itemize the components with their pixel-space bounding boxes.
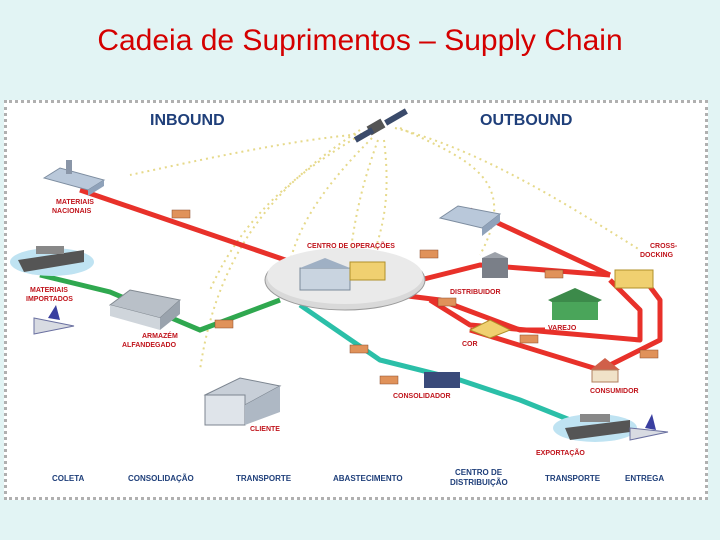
flow-ops-to-export (298, 302, 571, 423)
signal-line (199, 129, 361, 371)
consumer-house-icon (590, 358, 620, 383)
label-materiais-importados-1: MATERIAIS (30, 287, 68, 294)
truck-icon (214, 319, 234, 329)
truck-icon (419, 249, 439, 259)
teal-flows (298, 302, 571, 423)
truck-icon (544, 269, 564, 279)
national-factory-icon (42, 160, 106, 196)
label-exportacao: EXPORTAÇÃO (536, 448, 585, 457)
truck-icon (379, 375, 399, 385)
flow-national-to-ops (79, 187, 301, 268)
consolidator-building-icon (424, 372, 460, 388)
flow-ops-to-crossdock (399, 262, 611, 288)
stage-transporte-2: TRANSPORTE (545, 474, 601, 483)
stage-centro-distribuicao-1: CENTRO DE (455, 468, 503, 477)
satellite-signals (129, 127, 641, 371)
truck-icon (437, 297, 457, 307)
inbound-header: INBOUND (150, 112, 225, 129)
distributor-building-icon (482, 252, 508, 278)
label-cor: COR (462, 341, 478, 348)
label-distribuidor: DISTRIBUIDOR (450, 289, 501, 296)
signal-line (209, 131, 366, 291)
label-consumidor: CONSUMIDOR (590, 388, 639, 395)
label-cross-docking-2: DOCKING (640, 252, 674, 259)
satellite-icon (353, 108, 408, 143)
slide-title: Cadeia de Suprimentos – Supply Chain (97, 24, 623, 57)
signal-line (399, 127, 496, 256)
signal-line (129, 133, 363, 176)
outbound-header: OUTBOUND (480, 112, 572, 129)
export-plane-icon (629, 414, 669, 441)
stage-abastecimento: ABASTECIMENTO (333, 474, 403, 483)
outbound-warehouse-icon (438, 205, 502, 236)
import-plane-icon (33, 305, 75, 335)
stage-centro-distribuicao-2: DISTRIBUIÇÃO (450, 478, 508, 487)
signal-line (374, 139, 388, 251)
red-flows (79, 187, 663, 373)
export-ship-icon (553, 414, 637, 442)
client-building-icon (203, 377, 282, 426)
label-materiais-nacionais-1: MATERIAIS (56, 199, 94, 206)
truck-icon (639, 349, 659, 359)
truck-icon (349, 344, 369, 354)
label-materiais-nacionais-2: NACIONAIS (52, 208, 92, 215)
label-cross-docking-1: CROSS- (650, 243, 678, 250)
stage-transporte-1: TRANSPORTE (236, 474, 292, 483)
stage-entrega: ENTREGA (625, 474, 664, 483)
customs-warehouse-icon (108, 289, 182, 330)
signal-line (349, 139, 379, 256)
retail-store-icon (548, 288, 602, 320)
label-armazem-1: ARMAZÉM (142, 331, 178, 340)
stage-coleta: COLETA (52, 474, 85, 483)
label-varejo: VAREJO (548, 325, 577, 332)
truck-icon (171, 209, 191, 219)
cor-building-icon (468, 319, 512, 339)
label-consolidador: CONSOLIDADOR (393, 393, 451, 400)
trucks (171, 209, 659, 385)
label-armazem-2: ALFANDEGADO (122, 342, 177, 349)
label-materiais-importados-2: IMPORTADOS (26, 296, 73, 303)
import-ship-icon (10, 246, 94, 276)
flow-cor-route (428, 278, 643, 343)
flow-to-consumer (469, 278, 663, 373)
stage-consolidacao: CONSOLIDAÇÃO (128, 474, 194, 483)
label-cliente: CLIENTE (250, 426, 280, 433)
truck-icon (519, 334, 539, 344)
cross-docking-icon (614, 269, 654, 289)
label-centro-operacoes: CENTRO DE OPERAÇÕES (307, 241, 395, 250)
operations-buildings (299, 258, 386, 291)
